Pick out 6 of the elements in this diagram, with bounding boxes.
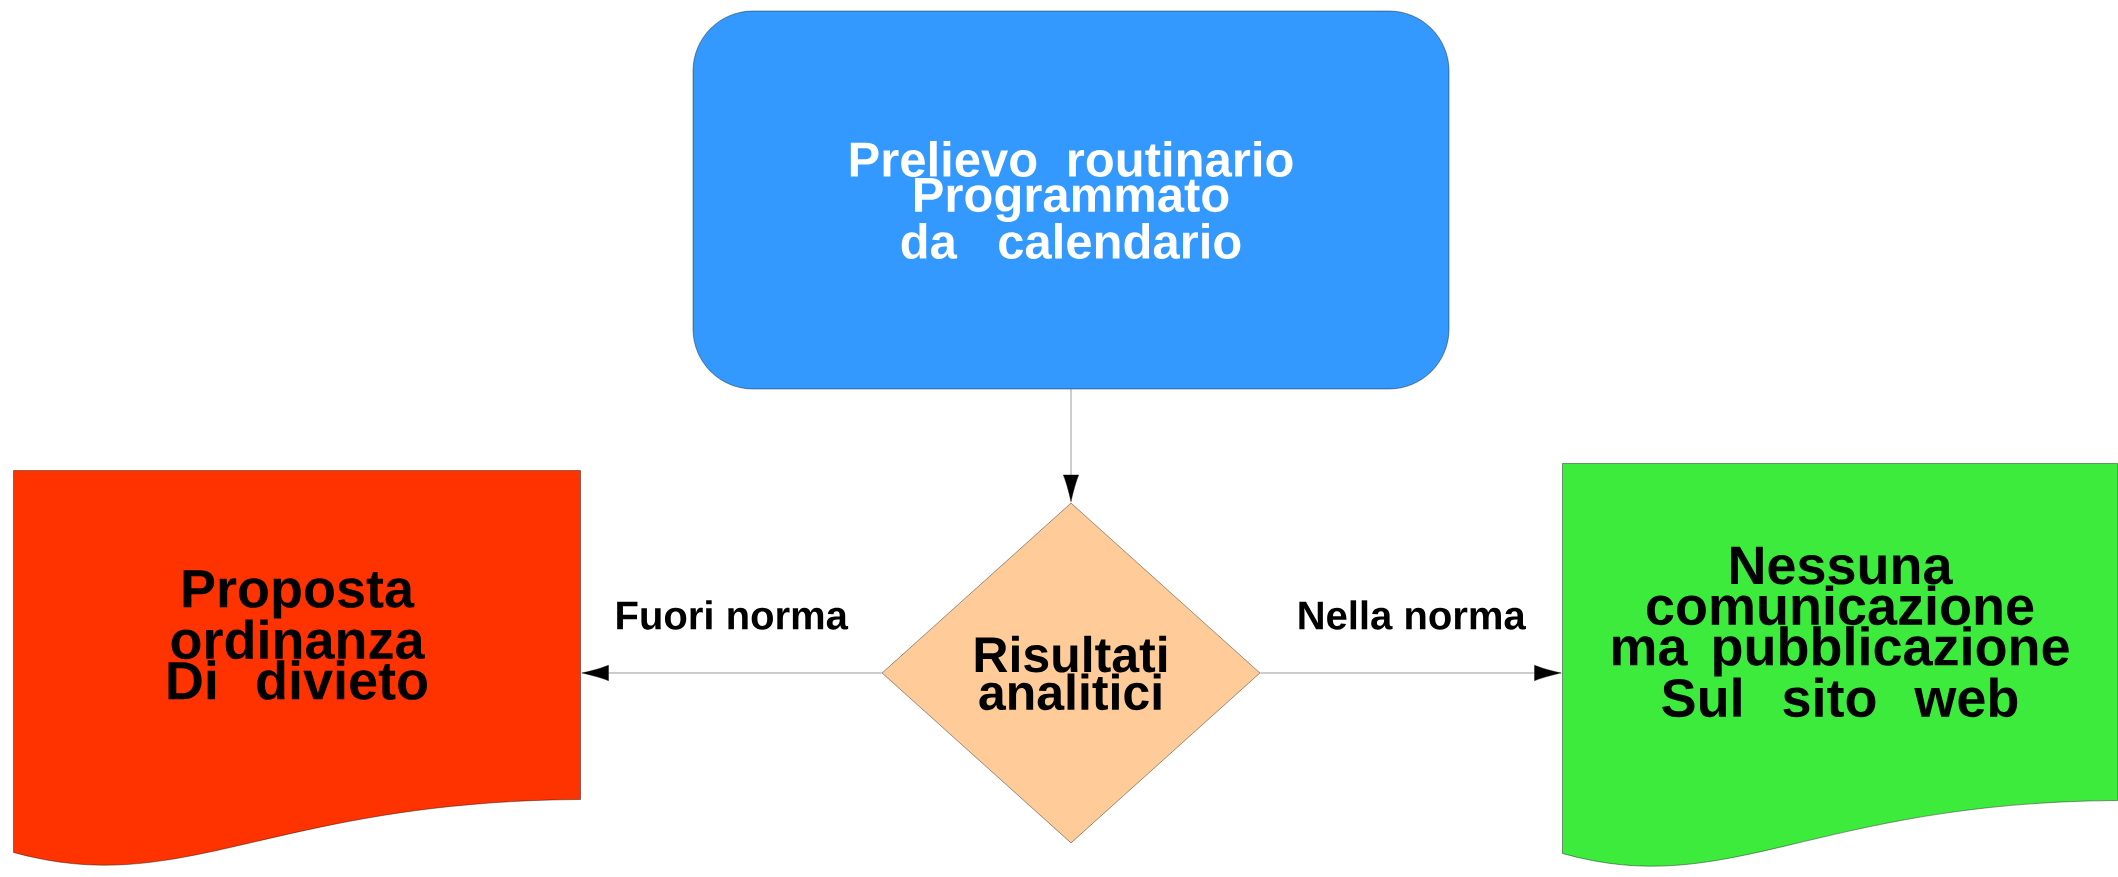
arrow [1260, 665, 1562, 681]
arrow [581, 665, 882, 681]
edge-label: Nella norma [1294, 598, 1528, 632]
arrow [1063, 389, 1079, 502]
edge-label: Fuori norma [612, 598, 850, 632]
process-box: Prelievo routinario Programmato da calendario [692, 10, 1450, 390]
